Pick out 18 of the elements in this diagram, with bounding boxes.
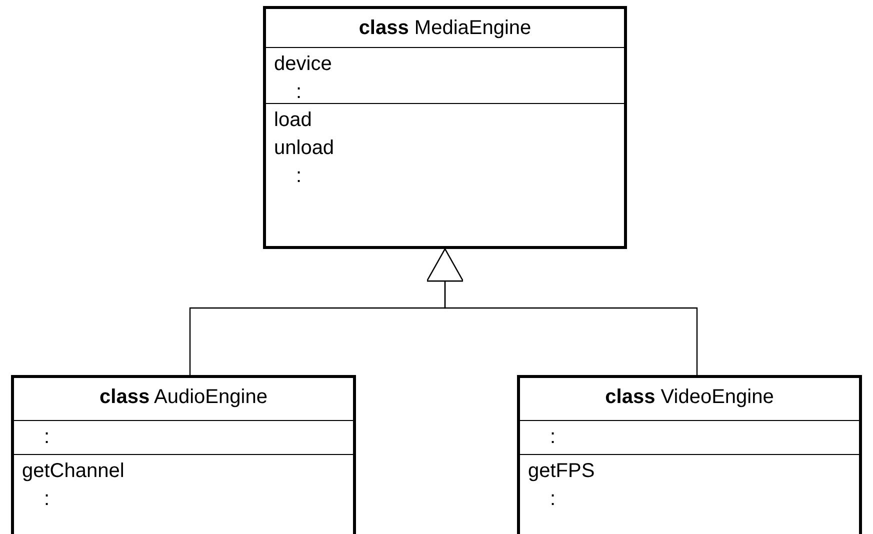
member-name: : <box>296 164 302 188</box>
member-name: load <box>274 108 312 132</box>
class-box <box>263 6 627 249</box>
member-name: : <box>550 487 556 511</box>
member-name: getFPS <box>528 459 595 483</box>
member-name: : <box>44 425 50 449</box>
class-box <box>517 375 862 534</box>
member-name: : <box>44 487 50 511</box>
member-name: device <box>274 52 332 76</box>
member-name: getChannel <box>22 459 124 483</box>
member-name: : <box>550 425 556 449</box>
class-box <box>11 375 356 534</box>
member-name: unload <box>274 136 334 160</box>
inheritance-arrow <box>426 248 698 375</box>
class-name: class MediaEngine <box>358 16 532 40</box>
class-name: class VideoEngine <box>604 385 775 409</box>
class-name: class AudioEngine <box>98 385 268 409</box>
member-name: : <box>296 80 302 104</box>
